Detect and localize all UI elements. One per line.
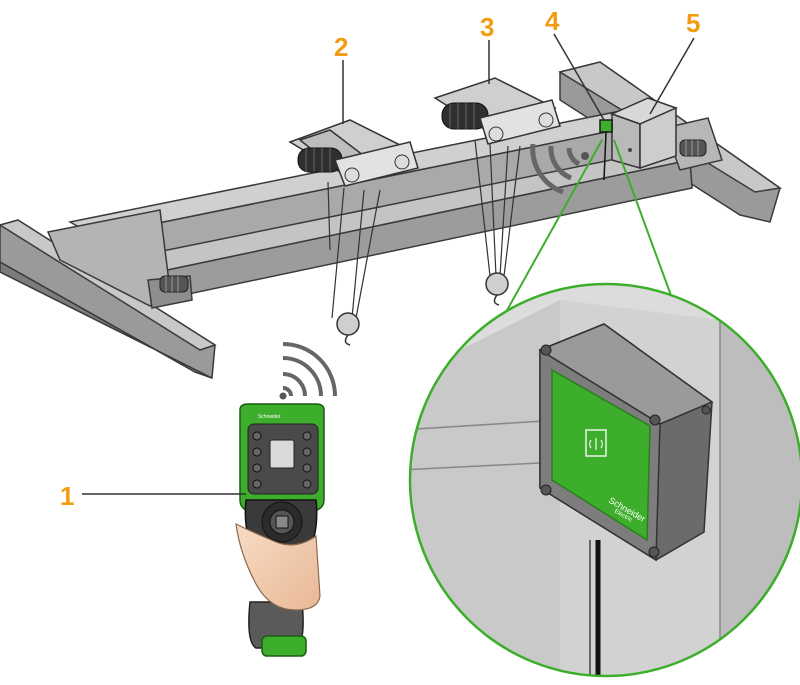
callout-number-1: 1 xyxy=(60,481,74,511)
wireless-signal-icon xyxy=(530,143,590,195)
callout-leader-4 xyxy=(553,33,605,121)
wireless-antenna-icon xyxy=(585,429,607,457)
receiver-enclosure: Schneider Electric xyxy=(538,323,714,562)
callout-number-3: 3 xyxy=(480,12,494,42)
wireless-signal-icon xyxy=(279,342,337,400)
callout-leader-5 xyxy=(649,37,695,115)
receiver-unit-4 xyxy=(599,119,613,181)
callout-number-5: 5 xyxy=(686,8,700,38)
hoist-trolley-3 xyxy=(433,77,561,306)
end-carriage-right xyxy=(664,117,723,171)
callout-number-4: 4 xyxy=(545,6,560,36)
zoom-circle-border xyxy=(408,282,800,678)
svg-text:Schneider: Schneider xyxy=(258,414,281,420)
pendant-remote-icon: Schneider xyxy=(235,403,325,657)
zoom-leader-line xyxy=(613,139,681,321)
end-carriage-left xyxy=(159,275,189,293)
hoist-trolley-2 xyxy=(288,119,419,346)
callout-number-2: 2 xyxy=(334,32,348,62)
zoom-leader-line xyxy=(495,139,603,331)
